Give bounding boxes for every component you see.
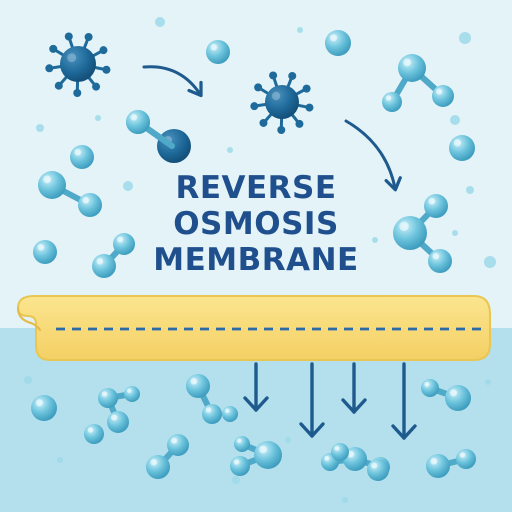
bubble <box>24 376 32 384</box>
water-molecules <box>31 30 476 481</box>
water-molecule-icon <box>426 449 476 478</box>
title-line-1: REVERSE <box>175 170 336 206</box>
arrow-head <box>299 422 325 438</box>
virus-icon <box>45 32 111 97</box>
water-droplet-icon <box>449 135 475 161</box>
bubble <box>485 379 491 385</box>
bubble <box>342 497 348 503</box>
bubble <box>297 27 303 33</box>
bubble <box>95 115 101 121</box>
water-droplet-icon <box>222 406 238 422</box>
water-droplet-icon <box>31 395 57 421</box>
water-droplet-icon <box>325 30 351 56</box>
water-droplet-icon <box>84 424 104 444</box>
water-droplet-icon <box>206 40 230 64</box>
water-molecule-icon <box>421 379 471 411</box>
bubble <box>452 230 458 236</box>
water-molecule-icon <box>393 194 452 273</box>
water-molecule-icon <box>382 54 454 112</box>
bubble <box>36 124 44 132</box>
water-molecule-icon <box>126 110 175 149</box>
title-line-3: MEMBRANE <box>153 242 359 278</box>
bubble <box>227 147 233 153</box>
bubble <box>459 32 471 44</box>
water-molecule-icon <box>92 233 135 278</box>
arrow-icon <box>142 65 203 98</box>
arrow-head <box>391 424 417 440</box>
water-molecule-icon <box>230 436 282 476</box>
water-droplet-icon <box>33 240 57 264</box>
arrow-head <box>341 398 367 414</box>
bubble <box>450 115 460 125</box>
arrow-icon <box>344 119 402 192</box>
bubble <box>57 457 63 463</box>
bubble <box>484 256 496 268</box>
water-molecule-icon <box>98 386 140 433</box>
membrane <box>16 295 491 361</box>
water-droplet-icon <box>331 443 349 461</box>
title-line-2: OSMOSIS <box>173 206 339 242</box>
bubble <box>285 437 291 443</box>
bubble <box>155 17 165 27</box>
water-droplet-icon <box>70 145 94 169</box>
bubble <box>232 476 240 484</box>
flow-arrows <box>243 362 417 440</box>
arrow-head <box>243 396 269 412</box>
bubble <box>372 237 378 243</box>
water-droplet-icon <box>367 459 389 481</box>
bubble <box>123 181 133 191</box>
virus-icon <box>250 71 314 134</box>
water-molecule-icon <box>38 171 102 217</box>
title-group: REVERSE OSMOSIS MEMBRANE <box>153 170 359 278</box>
bubble <box>466 186 474 194</box>
water-molecule-icon <box>146 434 189 479</box>
water-molecule-icon <box>186 374 222 424</box>
